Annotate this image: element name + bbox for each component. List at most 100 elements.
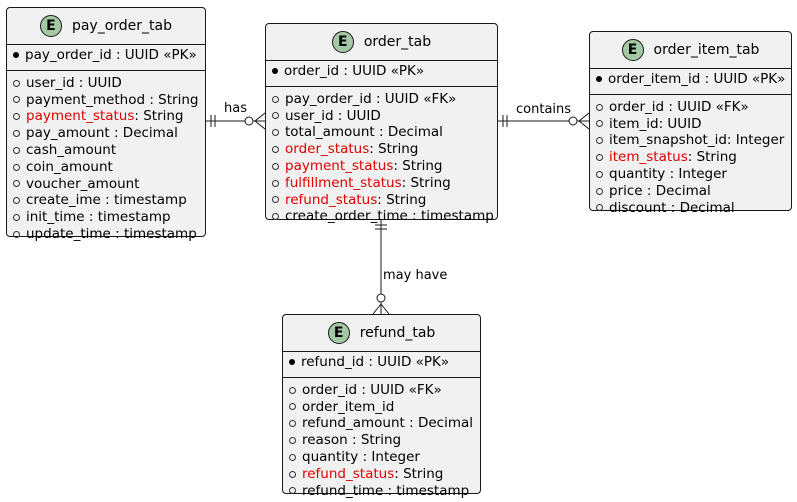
attribute-name: quantity (302, 448, 359, 465)
attribute-type: : String (687, 149, 737, 166)
attribute-row: order_id : UUID «FK» (590, 99, 791, 116)
entity-pay-order-tab[interactable]: E pay_order_tab pay_order_id : UUID «PK»… (6, 7, 206, 242)
attribute-marker-icon (289, 420, 296, 428)
attribute-marker-icon (272, 179, 279, 187)
attribute-row: user_id : UUID (266, 108, 497, 125)
attribute-name: total_amount (285, 124, 375, 141)
attribute-row: order_item_id (283, 399, 480, 416)
attribute-name: order_id (609, 98, 665, 115)
attribute-name: payment_status (26, 108, 135, 125)
attribute-marker-icon (289, 437, 296, 445)
attribute-type: : UUID «FK» (371, 90, 457, 107)
attribute-marker-icon (596, 154, 603, 162)
attribute-name: user_id (285, 107, 334, 124)
entity-title: refund_tab (359, 325, 436, 341)
attribute-name: order_item_id (302, 398, 395, 415)
entity-badge-icon: E (331, 31, 354, 53)
attribute-marker-icon (272, 213, 279, 221)
entity-order-item-tab[interactable]: E order_item_tab order_item_id : UUID «P… (589, 31, 792, 216)
attribute-name: init_time (26, 209, 85, 226)
attribute-marker-icon (272, 146, 279, 154)
relation-has-line (206, 112, 266, 130)
attribute-type: : String (347, 432, 402, 449)
attribute-row: fulfillment_status: String (266, 175, 497, 192)
entity-badge-icon: E (621, 39, 644, 61)
attribute-row: total_amount : Decimal (266, 124, 497, 141)
relation-may-have-label: may have (383, 268, 448, 283)
attribute-row: item_status: String (590, 149, 791, 166)
attribute-marker-icon (289, 487, 296, 495)
attribute-name: refund_status (302, 465, 395, 482)
entity-refund-tab[interactable]: E refund_tab refund_id : UUID «PK» order… (282, 314, 481, 499)
attribute-name: create_order_time (285, 208, 408, 225)
primary-key-section: pay_order_id : UUID «PK» (7, 44, 205, 70)
attribute-name: price (609, 182, 643, 199)
attribute-row: payment_status: String (7, 108, 205, 125)
attribute-marker-icon (596, 204, 603, 212)
attribute-marker-icon (13, 230, 20, 238)
attribute-name: refund_id (301, 354, 365, 370)
attribute-row: quantity : Integer (590, 166, 791, 183)
attribute-name: order_status (285, 141, 370, 158)
relation-has-label: has (224, 101, 247, 116)
attribute-marker-icon (272, 129, 279, 137)
attribute-type: : String (377, 191, 427, 208)
primary-key-row: pay_order_id : UUID «PK» (7, 47, 205, 64)
attribute-marker-icon (272, 162, 279, 170)
primary-key-row: order_id : UUID «PK» (266, 63, 497, 80)
attribute-name: payment_status (285, 157, 394, 174)
attribute-marker-icon (596, 187, 603, 195)
attribute-marker-icon (13, 96, 20, 104)
attribute-name: reason (302, 432, 348, 449)
attribute-type: : Decimal (109, 125, 178, 142)
attribute-type: : String (134, 108, 184, 125)
attribute-row: order_id : UUID «FK» (283, 382, 480, 399)
attribute-type: : UUID «PK» (111, 47, 197, 63)
attribute-name: create_ime (26, 192, 101, 209)
entity-order-tab[interactable]: E order_tab order_id : UUID «PK» pay_ord… (265, 23, 498, 224)
attribute-row: refund_amount : Decimal (283, 415, 480, 432)
attribute-type: : timestamp (383, 482, 470, 499)
attribute-marker-icon (596, 137, 603, 145)
attribute-type: : UUID (74, 74, 122, 91)
attribute-type: : String (401, 174, 451, 191)
attribute-type: : UUID «PK» (339, 63, 425, 79)
attribute-marker-icon (289, 453, 296, 461)
entity-header: E pay_order_tab (7, 8, 205, 44)
attribute-marker-icon (289, 470, 296, 478)
attribute-type: : UUID «FK» (664, 98, 749, 115)
relation-contains-line (498, 112, 590, 130)
attribute-name: voucher_amount (26, 175, 140, 192)
attribute-marker-icon (289, 403, 296, 411)
attribute-name: payment_method (26, 91, 146, 108)
attribute-row: reason : String (283, 432, 480, 449)
attribute-name: item_status (609, 149, 688, 166)
attribute-marker-icon (596, 170, 603, 178)
attribute-row: price : Decimal (590, 183, 791, 200)
attribute-type: : UUID «FK» (357, 381, 442, 398)
attribute-type: : Integer (726, 132, 785, 149)
attribute-row: coin_amount (7, 159, 205, 176)
attribute-type: : timestamp (407, 208, 494, 225)
attribute-type: : String (394, 465, 444, 482)
attribute-marker-icon (13, 180, 20, 188)
attribute-row: user_id : UUID (7, 75, 205, 92)
entity-title: order_item_tab (653, 42, 760, 58)
attribute-name: coin_amount (26, 158, 113, 175)
attribute-type: : timestamp (110, 225, 197, 242)
attribute-type: : String (369, 141, 419, 158)
attribute-name: refund_amount (302, 415, 405, 432)
entity-badge-icon: E (327, 322, 350, 344)
attribute-name: order_id (284, 63, 340, 79)
attribute-name: user_id (26, 74, 75, 91)
entity-header: E order_item_tab (590, 32, 791, 68)
attribute-marker-icon (13, 113, 20, 121)
attribute-row: refund_status: String (283, 466, 480, 483)
attribute-type: : String (145, 91, 199, 108)
attribute-marker-icon (272, 95, 279, 103)
attribute-type: : timestamp (100, 192, 187, 209)
attribute-name: order_item_id (608, 71, 701, 87)
primary-key-marker-icon (596, 76, 602, 83)
